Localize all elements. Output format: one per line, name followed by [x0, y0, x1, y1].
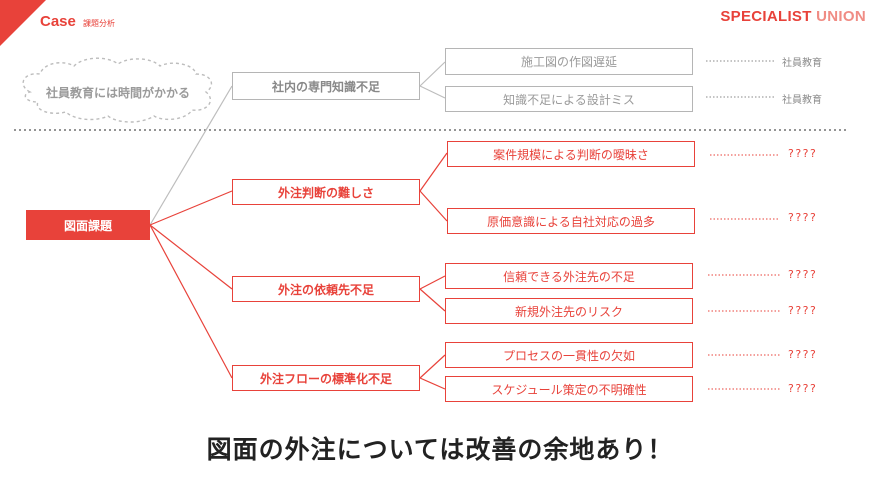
- connector: [149, 85, 233, 226]
- case-title: Case: [40, 13, 76, 30]
- root-node: 図面課題: [26, 210, 150, 240]
- leaf-node: プロセスの一貫性の欠如: [445, 342, 693, 368]
- branch-node-vendors: 外注の依頼先不足: [232, 276, 420, 302]
- leaf-note: ????: [788, 211, 818, 224]
- leaf-node: 信頼できる外注先の不足: [445, 263, 693, 289]
- corner-accent: [0, 0, 46, 46]
- leaf-note: ????: [788, 348, 818, 361]
- branch-node-flow: 外注フローの標準化不足: [232, 365, 420, 391]
- branch-node-knowledge: 社内の専門知識不足: [232, 72, 420, 100]
- case-subtitle: 課題分析: [83, 19, 115, 28]
- leaf-note: ????: [788, 268, 818, 281]
- leaf-node: 原価意識による自社対応の過多: [447, 208, 695, 234]
- brand-union: UNION: [816, 8, 866, 25]
- leaf-note: ????: [788, 304, 818, 317]
- connector: [419, 354, 446, 379]
- conclusion-text: 図面の外注については改善の余地あり！: [206, 435, 674, 464]
- leaf-node: 知識不足による設計ミス: [445, 86, 693, 112]
- brand-main: SPECIALIST: [720, 8, 812, 25]
- leaf-node: スケジュール策定の不明確性: [445, 376, 693, 402]
- cloud-shape: [22, 57, 213, 123]
- leaf-note: ????: [788, 147, 818, 160]
- connector: [419, 152, 448, 192]
- connector: [419, 190, 448, 222]
- leaf-note: 社員教育: [782, 58, 822, 69]
- leaf-node: 施工図の作図遅延: [445, 48, 693, 75]
- connector: [419, 61, 446, 87]
- connector: [419, 288, 446, 312]
- leaf-note: ????: [788, 382, 818, 395]
- connector: [149, 190, 233, 226]
- brand-logo: SPECIALIST UNION: [720, 8, 866, 25]
- leaf-node: 新規外注先のリスク: [445, 298, 693, 324]
- connector: [419, 377, 446, 390]
- connector: [149, 224, 233, 290]
- leaf-note: 社員教育: [782, 95, 822, 106]
- branch-node-judgment: 外注判断の難しさ: [232, 179, 420, 205]
- connector: [419, 85, 446, 99]
- leaf-node: 案件規模による判断の曖昧さ: [447, 141, 695, 167]
- connector: [419, 275, 446, 290]
- cloud-note: 社員教育には時間がかかる: [45, 86, 190, 100]
- connector: [149, 224, 233, 379]
